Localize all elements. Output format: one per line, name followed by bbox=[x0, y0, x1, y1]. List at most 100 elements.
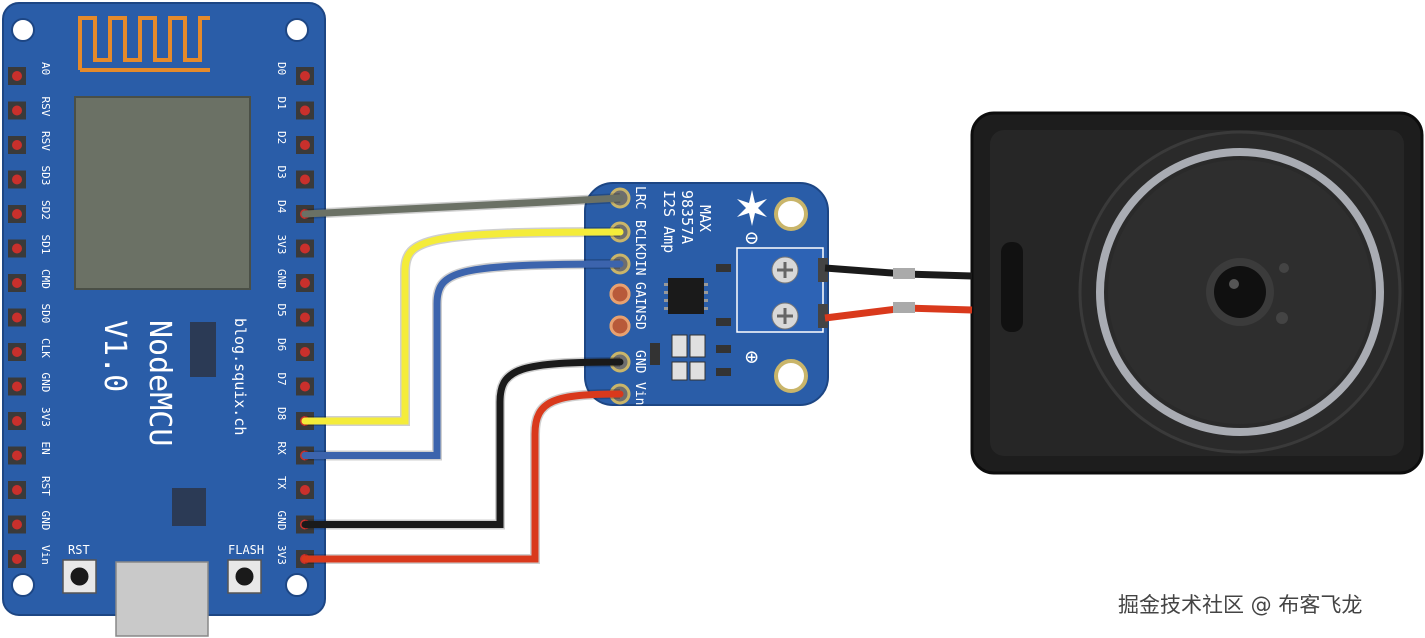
pin-label: D2 bbox=[275, 131, 288, 144]
smd-part bbox=[671, 334, 688, 358]
mount-hole bbox=[285, 573, 309, 597]
pin-label: TX bbox=[275, 476, 288, 490]
speaker-dot bbox=[1276, 312, 1288, 324]
speaker-port bbox=[1001, 242, 1023, 332]
mount-hole bbox=[774, 359, 808, 393]
board-version: V1.0 bbox=[97, 320, 132, 392]
amp-title-line3: I2S Amp bbox=[660, 190, 678, 253]
pin-label: RST bbox=[39, 476, 52, 496]
pin-label: SD2 bbox=[39, 200, 52, 220]
pin-label: EN bbox=[39, 442, 52, 455]
header-pin bbox=[12, 209, 22, 219]
header-pin bbox=[12, 312, 22, 323]
pin-label: D0 bbox=[275, 62, 288, 75]
sd-pad bbox=[609, 315, 631, 337]
wire-tip bbox=[893, 302, 915, 313]
jumper-wire bbox=[301, 194, 624, 218]
header-pin bbox=[300, 71, 310, 81]
wire-tip bbox=[893, 268, 915, 279]
smd-part bbox=[650, 343, 660, 365]
header-pin bbox=[300, 140, 310, 150]
header-pin bbox=[300, 347, 310, 357]
jumper-wire-shadow bbox=[305, 357, 621, 530]
pin-label: D6 bbox=[275, 338, 288, 351]
header-pin bbox=[12, 554, 22, 564]
pin-label: 3V3 bbox=[275, 545, 288, 565]
pin-label: Vin bbox=[39, 545, 52, 565]
header-pin bbox=[12, 278, 22, 288]
esp-module bbox=[74, 96, 251, 290]
header-pin bbox=[12, 174, 22, 185]
rst-button[interactable] bbox=[62, 559, 97, 594]
speaker bbox=[970, 111, 1424, 475]
pin-label: D7 bbox=[275, 373, 288, 386]
pin-label: RX bbox=[275, 442, 288, 456]
terminal-screw-icon bbox=[771, 302, 799, 330]
gain-pad bbox=[609, 283, 631, 305]
minus-symbol: ⊖ bbox=[745, 226, 758, 251]
smd-part bbox=[689, 334, 706, 358]
pin-label: D3 bbox=[275, 166, 288, 179]
smd-part bbox=[716, 264, 731, 272]
mount-hole bbox=[11, 573, 35, 597]
amp-title-line1: MAX bbox=[696, 205, 714, 232]
header-pin bbox=[300, 485, 310, 495]
jumper-wires bbox=[301, 193, 624, 564]
pin-label: CLK bbox=[39, 338, 52, 358]
header-pin bbox=[12, 450, 22, 461]
pin-label: GND bbox=[39, 373, 52, 393]
jumper-wire bbox=[301, 358, 624, 528]
header-pin bbox=[12, 71, 22, 81]
usb-connector bbox=[115, 561, 209, 637]
smd-part bbox=[716, 318, 731, 326]
jumper-wire bbox=[301, 390, 624, 563]
header-pin bbox=[12, 347, 22, 357]
amp-ic-pins bbox=[664, 283, 708, 310]
header-pin bbox=[300, 243, 310, 254]
smd-part bbox=[689, 361, 706, 381]
speaker-center bbox=[1214, 266, 1266, 318]
mount-hole bbox=[11, 18, 35, 42]
nodemcu-board: NodeMCU V1.0 blog.squix.ch A0RSVRSVSD3SD… bbox=[2, 2, 326, 637]
flash-button[interactable] bbox=[227, 559, 262, 594]
smd-part bbox=[716, 368, 731, 376]
antenna-icon bbox=[78, 16, 210, 72]
adafruit-logo-icon bbox=[737, 190, 767, 226]
header-pin bbox=[12, 485, 22, 495]
amp-pin-label: DIN bbox=[632, 252, 647, 275]
pin-label: CMD bbox=[39, 269, 52, 289]
left-pin-header: A0RSVRSVSD3SD2SD1CMDSD0CLKGND3V3ENRSTGND… bbox=[8, 62, 52, 568]
terminal-slot bbox=[818, 304, 828, 328]
header-pin bbox=[12, 519, 22, 530]
terminal-slot bbox=[818, 258, 828, 282]
header-pin bbox=[300, 174, 310, 185]
header-pin bbox=[300, 278, 310, 288]
smd-part bbox=[671, 361, 688, 381]
amp-pin-label: GND bbox=[632, 350, 647, 374]
speaker-dot bbox=[1279, 263, 1289, 273]
speaker-surround bbox=[1096, 148, 1384, 436]
plus-symbol: ⊕ bbox=[745, 345, 758, 370]
pin-label: D4 bbox=[275, 200, 288, 214]
amp-title-line2: 98357A bbox=[678, 190, 696, 244]
chip bbox=[172, 488, 206, 526]
max98357a-board: ⊖ ⊕ MAX 98357A I2S Amp LRCBCLKDINGAINSDG… bbox=[584, 182, 829, 406]
pin-label: 3V3 bbox=[39, 407, 52, 427]
chip bbox=[190, 322, 216, 377]
terminal-screw-icon bbox=[771, 256, 799, 284]
pin-label: GND bbox=[39, 511, 52, 531]
header-pin bbox=[12, 381, 22, 392]
smd-part bbox=[716, 345, 731, 353]
jumper-wire bbox=[301, 228, 624, 425]
board-title: NodeMCU bbox=[142, 320, 177, 446]
header-pin bbox=[12, 140, 22, 150]
amp-pin-label: LRC bbox=[632, 186, 647, 209]
speaker-highlight bbox=[1229, 279, 1239, 289]
header-pin bbox=[300, 381, 310, 392]
pin-label: D8 bbox=[275, 407, 288, 420]
pin-label: 3V3 bbox=[275, 235, 288, 255]
flash-label: FLASH bbox=[228, 543, 264, 557]
pin-label: RSV bbox=[39, 131, 52, 151]
